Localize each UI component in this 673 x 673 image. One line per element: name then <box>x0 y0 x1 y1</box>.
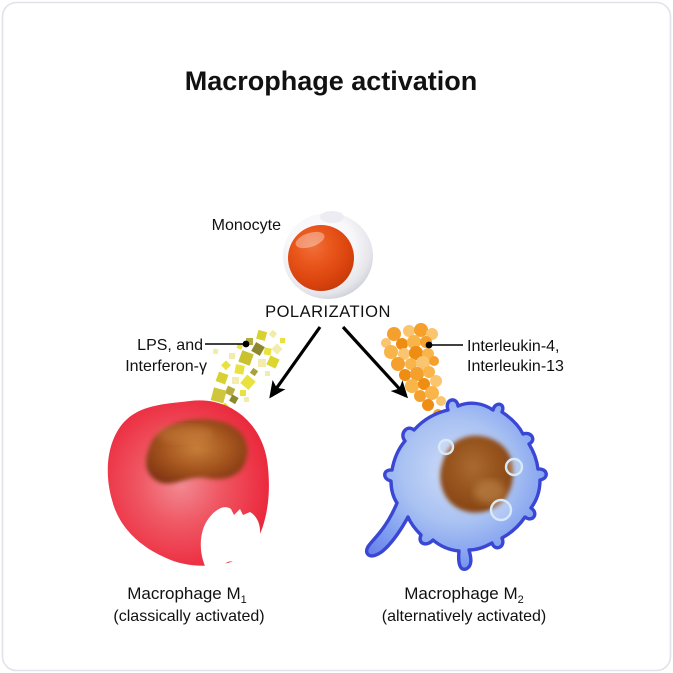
monocyte-nucleus-highlight <box>295 231 325 249</box>
m2-vesicle-1 <box>437 438 455 456</box>
monocyte-membrane-bump <box>320 211 344 223</box>
polarization-label: POLARIZATION <box>265 303 391 321</box>
m2-vesicle-3 <box>489 498 513 522</box>
page-title: Macrophage activation <box>185 66 478 96</box>
interleukin-pointer-dot <box>425 341 433 349</box>
interleukin-label-line1: Interleukin-4, <box>467 338 560 355</box>
m1-caption-qualifier: (classically activated) <box>113 608 264 625</box>
monocyte-label: Monocyte <box>212 217 281 234</box>
lps-pointer-dot <box>242 340 250 348</box>
lps-label-line2: Interferon-γ <box>125 358 207 375</box>
m1-cell-notch <box>200 507 261 568</box>
m2-caption-name: Macrophage M2 <box>404 584 524 606</box>
m2-vesicle-2 <box>504 457 524 477</box>
monocyte-cell-illustration <box>283 211 373 299</box>
monocyte-nucleus <box>288 225 354 291</box>
lps-label-line1: LPS, and <box>137 337 203 354</box>
m2-caption-qualifier: (alternatively activated) <box>382 608 547 625</box>
interleukin-label-line2: Interleukin-13 <box>467 358 564 375</box>
lps-interferon-particles <box>210 329 285 412</box>
m1-caption-name: Macrophage M1 <box>127 584 247 606</box>
polarization-arrow-right <box>341 325 409 399</box>
m2-nucleus-highlight <box>474 480 506 504</box>
m1-macrophage-illustration <box>107 400 269 568</box>
polarization-arrow-left <box>269 326 322 399</box>
m1-nucleus-highlight <box>157 425 213 443</box>
interleukin-particles <box>381 323 446 419</box>
m2-macrophage-illustration <box>364 398 548 571</box>
